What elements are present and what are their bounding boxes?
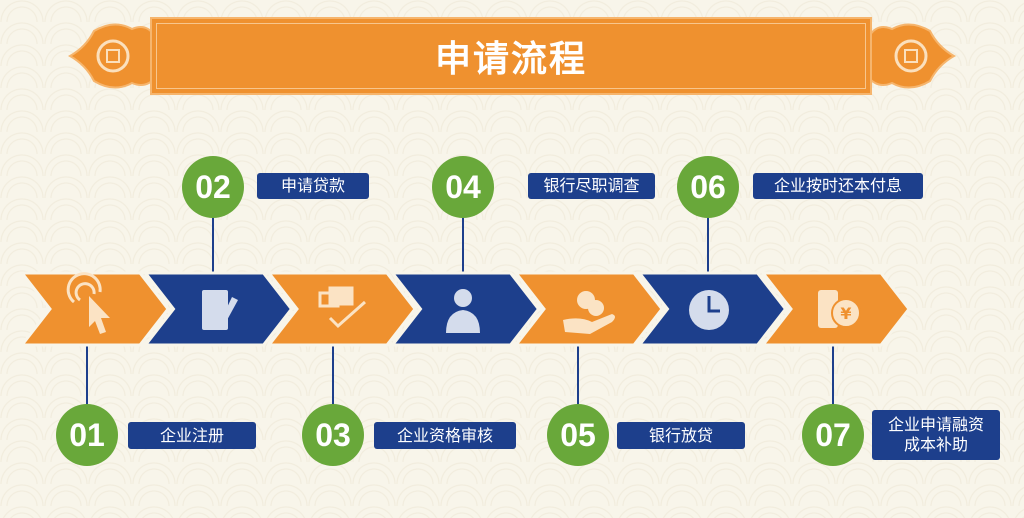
step-label-01: 企业注册 <box>128 422 256 449</box>
chevron-step-04 <box>389 271 541 347</box>
step-number-04: 04 <box>432 156 494 218</box>
document-pen-icon <box>202 290 238 330</box>
connector-06 <box>707 216 709 276</box>
step-label-04: 银行尽职调查 <box>528 173 655 199</box>
svg-text:¥: ¥ <box>840 304 851 323</box>
connector-07 <box>832 344 834 406</box>
step-number-06: 06 <box>677 156 739 218</box>
step-number-05: 05 <box>547 404 609 466</box>
step-label-03: 企业资格审核 <box>374 422 516 449</box>
step-number-02: 02 <box>182 156 244 218</box>
connector-01 <box>86 344 88 406</box>
connector-02 <box>212 216 214 276</box>
connector-05 <box>577 344 579 406</box>
click-cursor-icon <box>66 272 110 334</box>
title-banner: 申请流程 <box>150 17 872 95</box>
connector-04 <box>462 216 464 276</box>
step-number-07: 07 <box>802 404 864 466</box>
step-label-07: 企业申请融资 成本补助 <box>872 410 1000 460</box>
hand-coins-icon <box>563 291 615 334</box>
step-number-01: 01 <box>56 404 118 466</box>
person-icon <box>446 289 480 333</box>
page-title: 申请流程 <box>434 39 587 80</box>
step-label-05: 银行放贷 <box>617 422 745 449</box>
chat-check-icon <box>318 286 366 329</box>
step-label-02: 申请贷款 <box>257 173 369 199</box>
yen-coins-icon: ¥ <box>818 290 861 328</box>
step-number-03: 03 <box>302 404 364 466</box>
chevron-step-03 <box>265 271 417 347</box>
cloud-ornament-right <box>866 23 957 89</box>
connector-03 <box>332 344 334 406</box>
clock-icon <box>689 290 729 330</box>
step-label-06: 企业按时还本付息 <box>753 173 923 199</box>
